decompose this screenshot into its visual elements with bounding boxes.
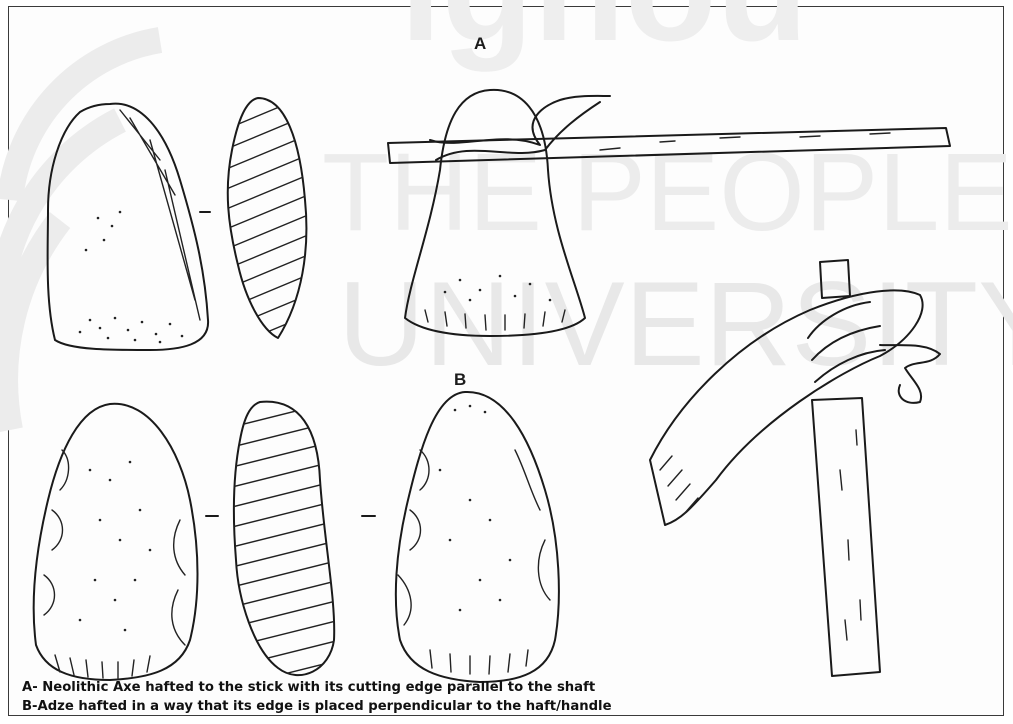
axe-a-face-view xyxy=(48,104,209,350)
caption-line-a: A- Neolithic Axe hafted to the stick wit… xyxy=(22,678,612,697)
adze-b-section xyxy=(220,400,340,690)
figure-label-a: A xyxy=(474,34,486,54)
hafted-adze-b xyxy=(650,260,940,676)
hafted-axe-a xyxy=(388,90,950,336)
caption-line-b: B-Adze hafted in a way that its edge is … xyxy=(22,697,612,716)
adze-b-face-view xyxy=(34,404,198,680)
axe-a-section xyxy=(200,90,320,380)
figure-label-b: B xyxy=(454,370,466,390)
adze-b-back-view xyxy=(396,392,559,682)
figure-caption: A- Neolithic Axe hafted to the stick wit… xyxy=(22,678,612,716)
